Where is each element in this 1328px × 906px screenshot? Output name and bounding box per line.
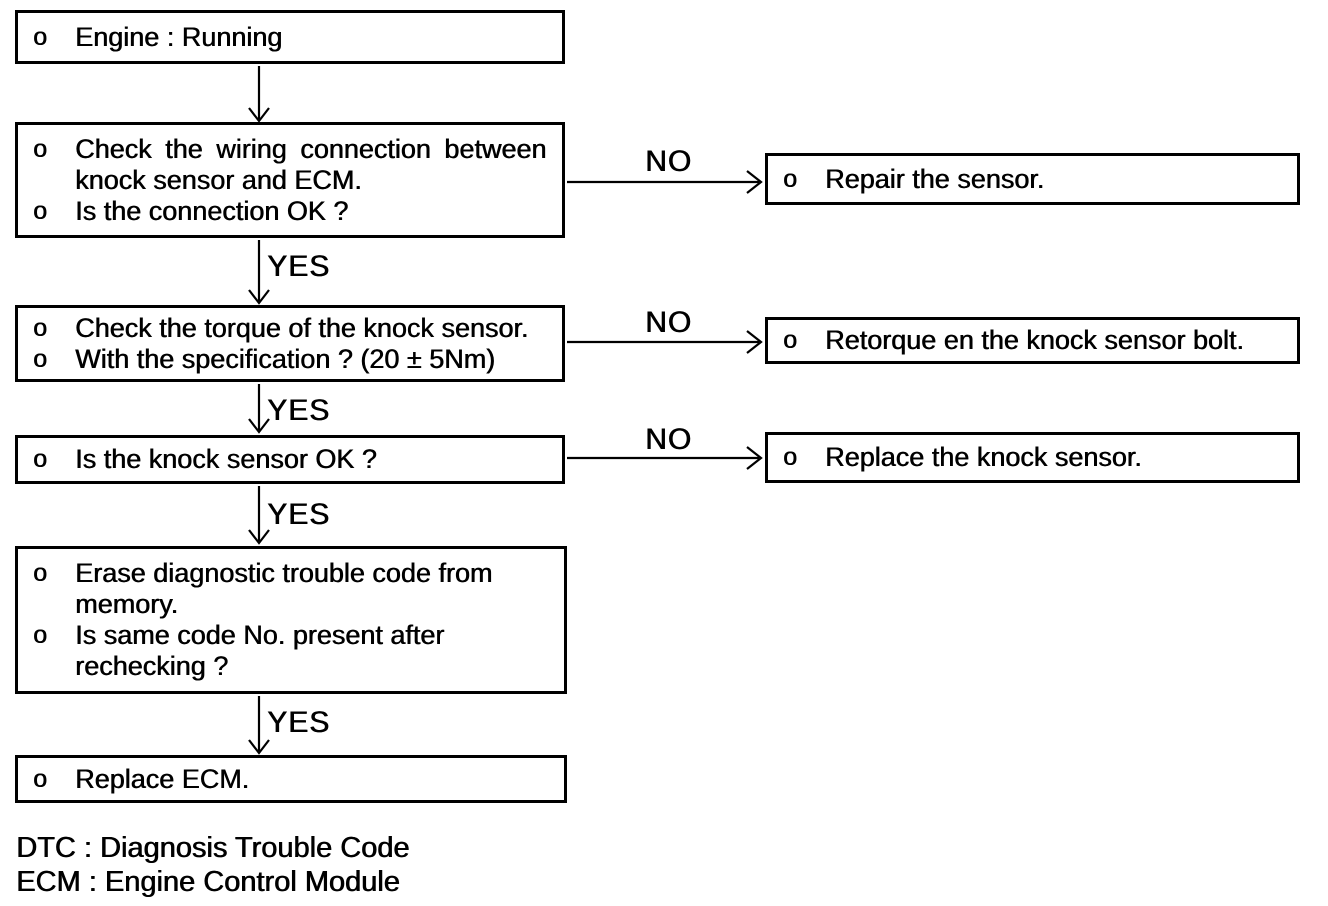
bullet-marker: o xyxy=(33,559,47,587)
result-box-replace-knock-sensor: o Replace the knock sensor. xyxy=(765,432,1300,483)
bullet-item: o Check the torque of the knock sensor. xyxy=(18,313,562,344)
text-line: With the specification ? (20 ± 5Nm) xyxy=(75,343,495,374)
legend: DTC : Diagnosis Trouble Code ECM : Engin… xyxy=(16,831,409,899)
yes-label: YES xyxy=(267,706,331,739)
bullet-item: o Engine : Running xyxy=(18,22,562,53)
bullet-item: o With the specification ? (20 ± 5Nm) xyxy=(18,344,562,375)
yes-label: YES xyxy=(267,394,331,427)
bullet-item: o Is the knock sensor OK ? xyxy=(18,444,562,475)
text-line: Engine : Running xyxy=(75,21,283,52)
text-line: Replace ECM. xyxy=(75,763,250,794)
bullet-marker: o xyxy=(33,22,47,51)
no-label: NO xyxy=(645,423,692,456)
bullet-item: o Replace ECM. xyxy=(18,764,564,795)
legend-dtc: DTC : Diagnosis Trouble Code xyxy=(16,832,410,864)
text-line: Is same code No. present after xyxy=(75,620,445,650)
text-line: Check the torque of the knock sensor. xyxy=(75,312,529,343)
bullet-marker: o xyxy=(33,196,47,225)
bullet-marker: o xyxy=(783,326,797,354)
bullet-marker: o xyxy=(783,164,797,193)
arrow-down-1 xyxy=(248,66,270,123)
text-line: Is the connection OK ? xyxy=(75,195,349,226)
text-line: Replace the knock sensor. xyxy=(825,442,1142,472)
text-line: rechecking ? xyxy=(75,651,229,681)
step-box-knock-sensor-ok: o Is the knock sensor OK ? xyxy=(15,435,565,484)
bullet-marker: o xyxy=(33,134,47,163)
bullet-item: o Is same code No. present after recheck… xyxy=(18,620,564,682)
text-line: Is the knock sensor OK ? xyxy=(75,444,377,474)
no-label: NO xyxy=(645,145,692,178)
text-line: Check the wiring connection between xyxy=(75,133,547,164)
yes-label: YES xyxy=(267,250,331,283)
arrow-down-2 xyxy=(248,240,270,305)
step-box-erase-dtc: o Erase diagnostic trouble code from mem… xyxy=(15,546,567,694)
step-box-replace-ecm: o Replace ECM. xyxy=(15,755,567,803)
bullet-item: o Is the connection OK ? xyxy=(18,196,562,227)
arrow-down-3 xyxy=(248,384,270,434)
arrow-down-4 xyxy=(248,486,270,545)
no-label: NO xyxy=(645,306,692,339)
result-box-repair-sensor: o Repair the sensor. xyxy=(765,153,1300,205)
bullet-item: o Replace the knock sensor. xyxy=(768,442,1297,473)
bullet-marker: o xyxy=(33,621,47,649)
bullet-marker: o xyxy=(33,764,47,793)
text-line: Repair the sensor. xyxy=(825,163,1045,194)
step-box-check-torque: o Check the torque of the knock sensor. … xyxy=(15,305,565,382)
text-line: Retorque en the knock sensor bolt. xyxy=(825,325,1244,355)
text-line: memory. xyxy=(75,589,179,619)
arrow-down-5 xyxy=(248,696,270,755)
bullet-marker: o xyxy=(33,313,47,342)
legend-ecm: ECM : Engine Control Module xyxy=(16,866,400,898)
bullet-marker: o xyxy=(33,445,47,473)
step-box-engine-running: o Engine : Running xyxy=(15,10,565,64)
yes-label: YES xyxy=(267,498,331,531)
bullet-item: o Retorque en the knock sensor bolt. xyxy=(768,325,1297,356)
bullet-item: o Erase diagnostic trouble code from mem… xyxy=(18,558,564,620)
text-line: knock sensor and ECM. xyxy=(75,164,362,195)
bullet-marker: o xyxy=(33,344,47,373)
bullet-item: o Repair the sensor. xyxy=(768,164,1297,195)
result-box-retorque-bolt: o Retorque en the knock sensor bolt. xyxy=(765,317,1300,364)
step-box-check-wiring: o Check the wiring connection between kn… xyxy=(15,122,565,238)
bullet-marker: o xyxy=(783,443,797,471)
bullet-item: o Check the wiring connection between kn… xyxy=(18,134,562,196)
text-line: Erase diagnostic trouble code from xyxy=(75,558,493,588)
